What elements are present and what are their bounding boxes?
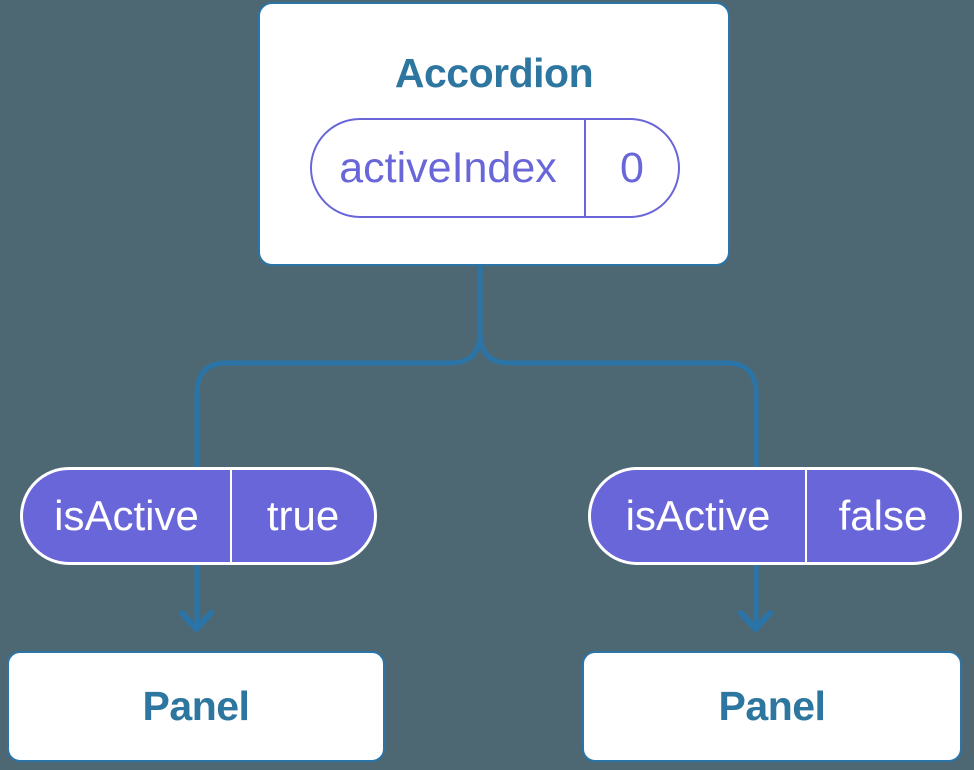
prop-pill-value: false [838,492,928,539]
state-pill: activeIndex 0 [310,118,680,218]
arrowhead-right-icon [738,610,773,632]
panel-node-right: Panel [582,651,962,762]
state-pill-name: activeIndex [312,120,586,216]
panel-node-title: Panel [718,683,826,729]
accordion-node-title: Accordion [394,50,594,96]
panel-node-title: Panel [142,683,250,729]
accordion-node: Accordion activeIndex 0 [258,2,730,266]
connector-branch-right [477,330,759,627]
prop-pill-name: isActive [23,470,232,562]
state-pill-value: 0 [620,143,644,192]
connector-branch-left [194,330,483,627]
prop-pill-name: isActive [591,470,807,562]
prop-pill-isactive-true: isActive true [20,467,377,565]
prop-pill-isactive-false: isActive false [588,467,962,565]
panel-node-left: Panel [7,651,385,762]
arrowhead-left-icon [179,610,214,632]
prop-pill-value: true [266,492,340,539]
